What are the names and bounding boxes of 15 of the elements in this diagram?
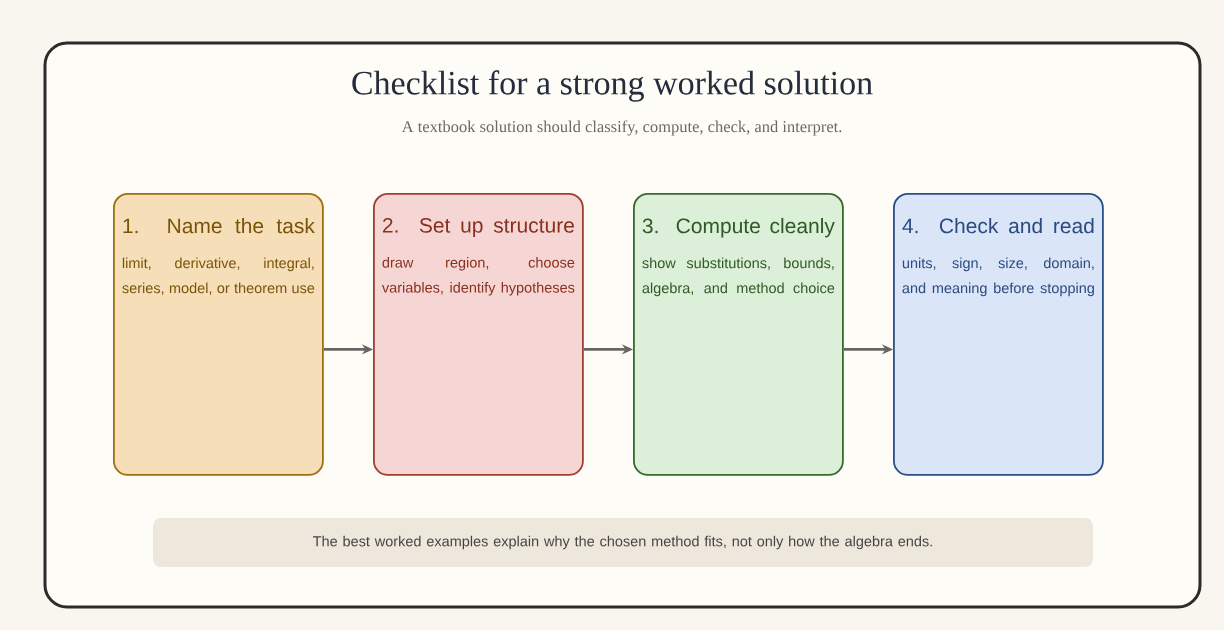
title: Checklist for a strong worked solution	[352, 70, 873, 102]
note-band: The best worked examples explain why the chosen method fits, not only how the algebra ends.	[153, 518, 1093, 567]
step-description: units, sign, size, domain, and meaning before stopping	[902, 257, 1094, 297]
step-box	[113, 193, 324, 476]
step-box	[373, 193, 584, 476]
step-box	[633, 193, 844, 476]
step-heading: 4. Check and read	[902, 217, 1094, 234]
step-heading: 2. Set up structure	[382, 217, 574, 237]
step-description: limit, derivative, integral, series, model, or theorem use	[122, 257, 315, 295]
step-heading: 1. Name the task	[123, 217, 315, 234]
step-heading: 3. Compute cleanly	[642, 217, 835, 238]
step-description: draw region, choose variables, identify hypotheses	[381, 257, 575, 296]
step-description: show substitutions, bounds, algebra, and method choice	[642, 257, 835, 297]
subtitle: A textbook solution should classify, compute, check, and interpret.	[401, 120, 842, 136]
step-box	[893, 193, 1104, 476]
